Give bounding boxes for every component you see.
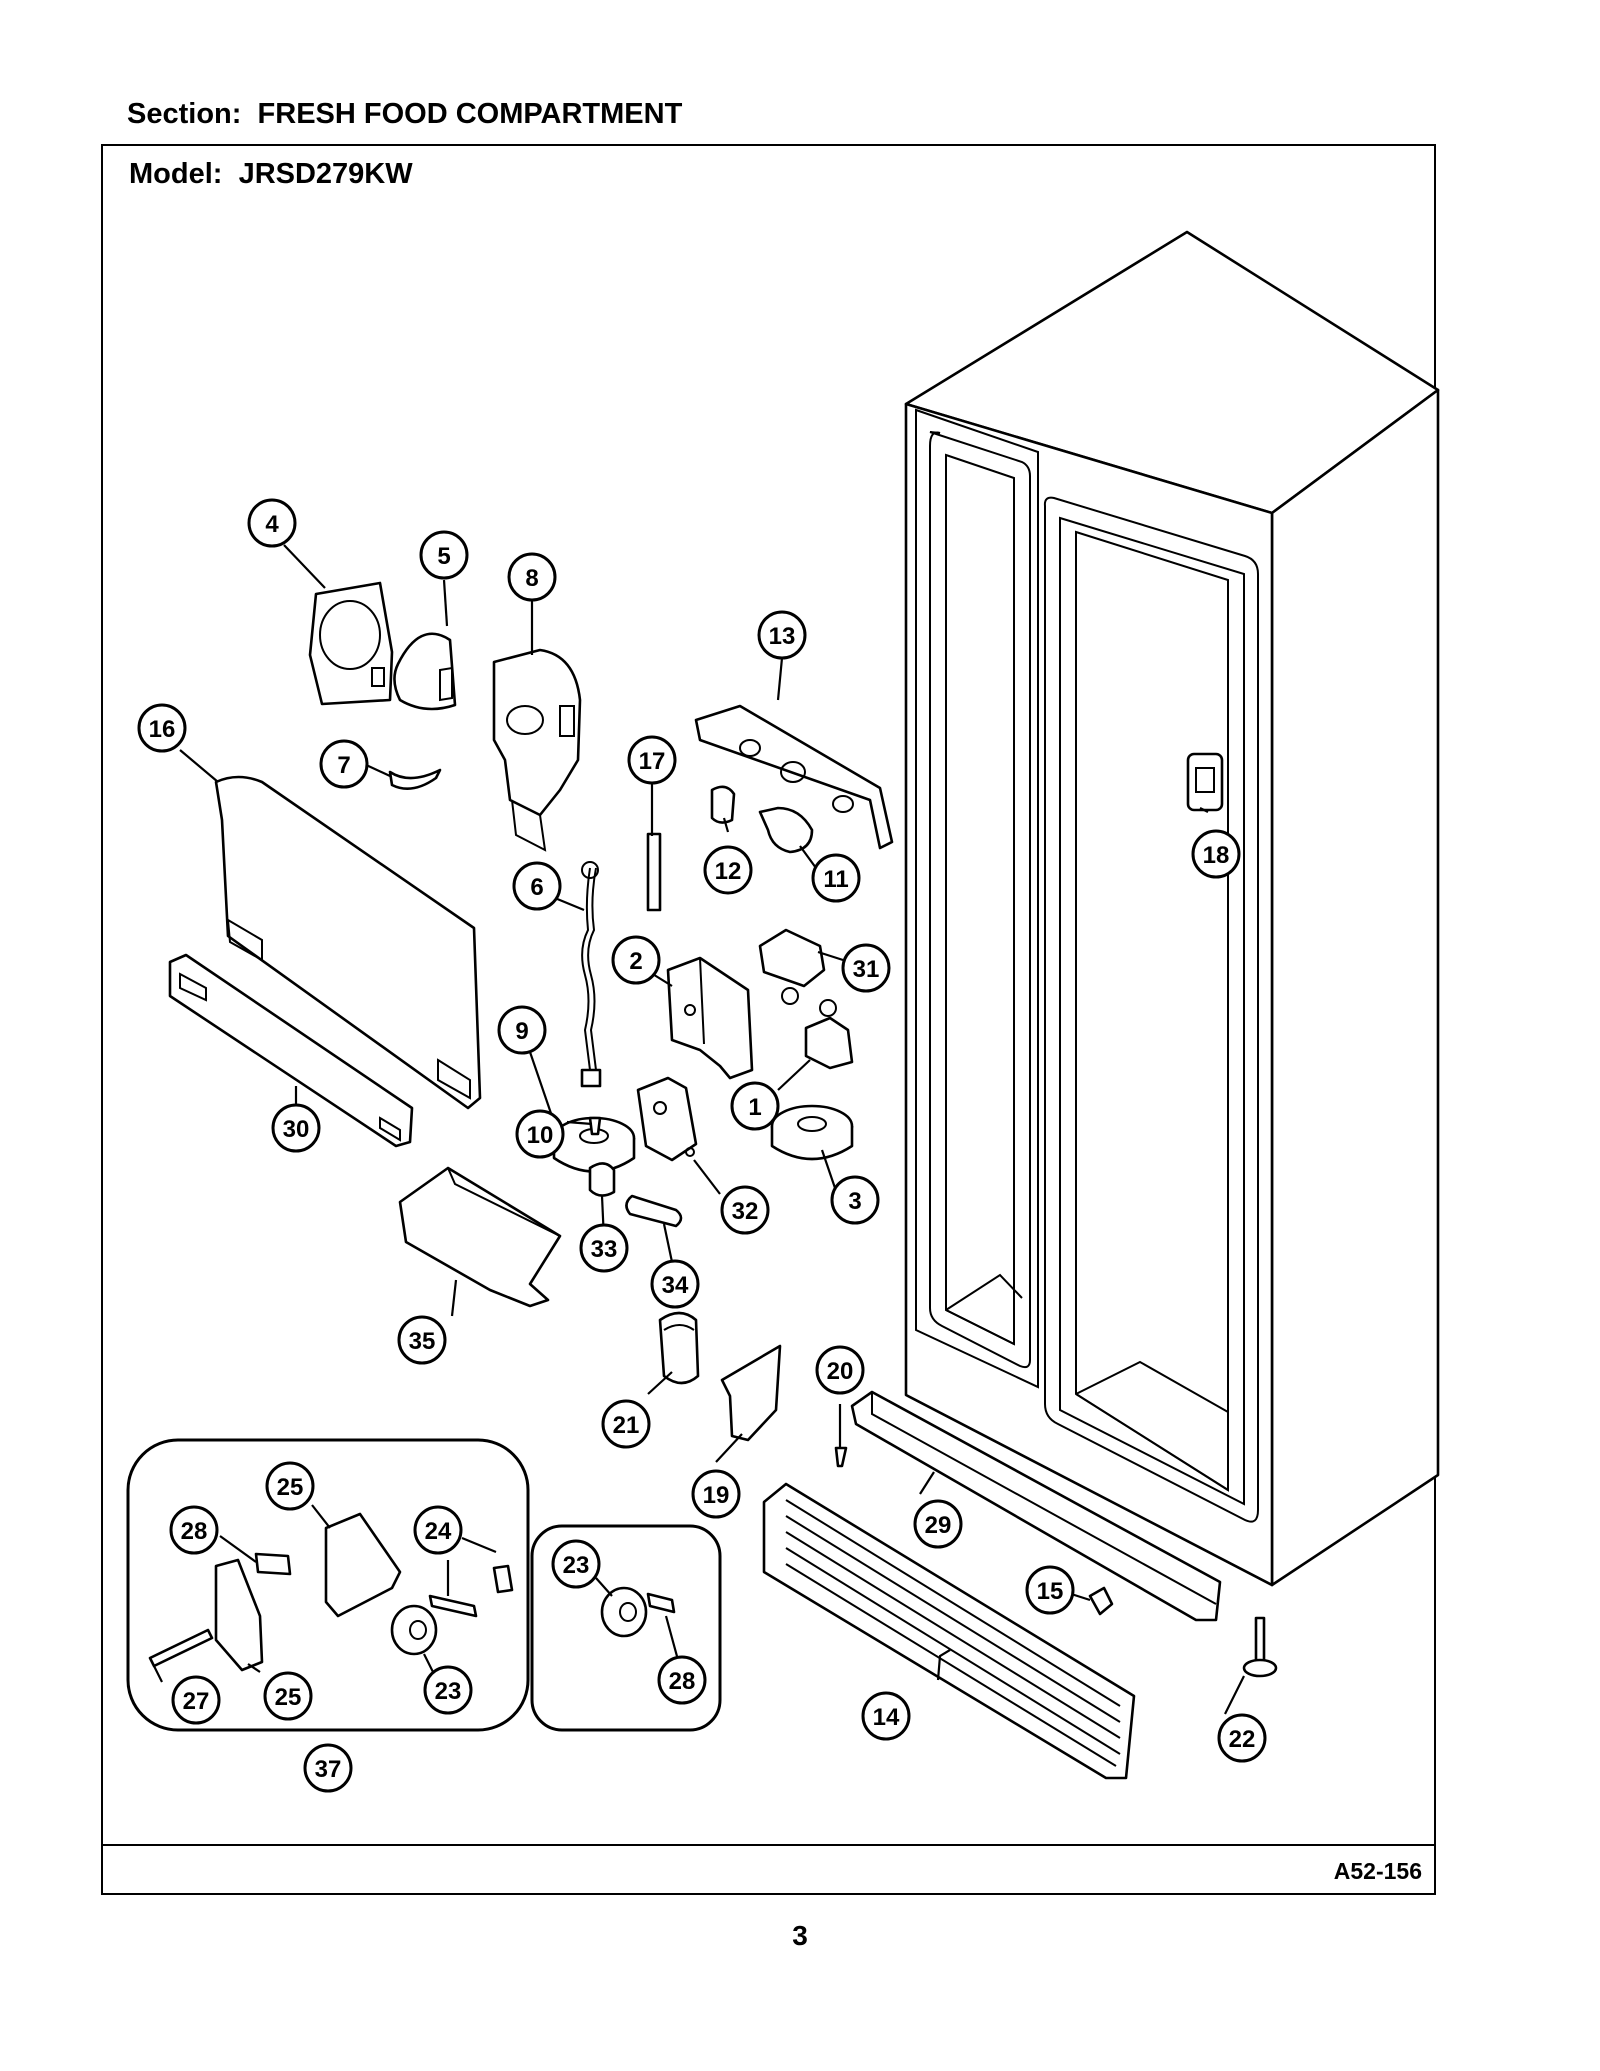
callout-4: 4	[247, 498, 297, 548]
svg-text:3: 3	[848, 1188, 861, 1215]
callout-37: 37	[303, 1743, 353, 1793]
model-number: JRSD279KW	[238, 158, 413, 190]
callout-11: 11	[811, 853, 861, 903]
model-label: Model:	[129, 158, 223, 190]
callout-29: 28	[657, 1655, 707, 1705]
svg-text:18: 18	[1203, 842, 1230, 869]
svg-text:23: 23	[563, 1552, 590, 1579]
svg-text:35: 35	[409, 1328, 436, 1355]
callout-36: 35	[397, 1315, 447, 1365]
callout-9: 9	[497, 1005, 547, 1055]
callout-10: 10	[515, 1109, 565, 1159]
callout-26: 25	[263, 1671, 313, 1721]
callout-28: 28	[169, 1505, 219, 1555]
callout-16: 16	[137, 703, 187, 753]
callout-19: 19	[691, 1469, 741, 1519]
callout-20: 20	[815, 1345, 865, 1395]
callout-5: 5	[419, 530, 469, 580]
svg-text:25: 25	[277, 1474, 304, 1501]
callout-12: 12	[703, 845, 753, 895]
svg-text:27: 27	[183, 1688, 210, 1715]
svg-text:22: 22	[1229, 1726, 1256, 1753]
svg-text:23: 23	[435, 1678, 462, 1705]
svg-text:1: 1	[748, 1094, 761, 1121]
svg-text:31: 31	[853, 956, 880, 983]
callout-32: 31	[841, 943, 891, 993]
callout-18: 18	[1191, 829, 1241, 879]
svg-text:24: 24	[425, 1518, 452, 1545]
callout-23-group-right: 23	[551, 1539, 601, 1589]
callouts: 4 5 8 13 16 7 17 12 11 18 6 2 31 9 1 10 …	[137, 498, 1267, 1793]
svg-text:10: 10	[527, 1122, 554, 1149]
svg-text:30: 30	[283, 1116, 310, 1143]
callout-21: 21	[601, 1399, 651, 1449]
callout-34: 33	[579, 1223, 629, 1273]
callout-33: 32	[720, 1185, 770, 1235]
svg-text:4: 4	[265, 511, 279, 538]
callout-24: 24	[413, 1505, 463, 1555]
svg-text:29: 29	[925, 1512, 952, 1539]
callout-6: 6	[512, 861, 562, 911]
svg-text:6: 6	[530, 874, 543, 901]
callout-27: 27	[171, 1675, 221, 1725]
callout-23-group-left: 23	[423, 1665, 473, 1715]
callout-8: 8	[507, 552, 557, 602]
svg-text:12: 12	[715, 858, 742, 885]
callout-3: 3	[830, 1175, 880, 1225]
svg-text:14: 14	[873, 1704, 900, 1731]
callout-30: 29	[913, 1499, 963, 1549]
page-number: 3	[792, 1920, 808, 1951]
svg-text:37: 37	[315, 1756, 342, 1783]
section-title: Section: FRESH FOOD COMPARTMENT	[127, 98, 682, 131]
callout-25: 25	[265, 1461, 315, 1511]
callout-31: 30	[271, 1103, 321, 1153]
svg-text:11: 11	[823, 866, 848, 893]
svg-text:32: 32	[732, 1198, 759, 1225]
model-title: Model: JRSD279KW	[129, 158, 413, 191]
callout-1: 1	[730, 1081, 780, 1131]
section-name: FRESH FOOD COMPARTMENT	[257, 98, 683, 130]
svg-text:17: 17	[639, 748, 666, 775]
callout-13: 13	[757, 610, 807, 660]
svg-text:21: 21	[613, 1412, 640, 1439]
svg-text:25: 25	[275, 1684, 302, 1711]
svg-text:19: 19	[703, 1482, 730, 1509]
svg-text:28: 28	[669, 1668, 696, 1695]
footer-divider	[103, 1844, 1434, 1846]
callout-35: 34	[650, 1259, 700, 1309]
callout-14: 14	[861, 1691, 911, 1741]
svg-text:16: 16	[149, 716, 176, 743]
figure-code: A52-156	[1333, 1858, 1422, 1884]
part-drawings	[126, 581, 1278, 1780]
svg-text:5: 5	[437, 543, 450, 570]
callout-17: 17	[627, 735, 677, 785]
svg-text:33: 33	[591, 1236, 618, 1263]
svg-text:8: 8	[525, 565, 538, 592]
svg-text:13: 13	[769, 623, 796, 650]
svg-text:15: 15	[1037, 1578, 1064, 1605]
callout-15: 15	[1025, 1565, 1075, 1615]
svg-text:9: 9	[515, 1018, 528, 1045]
svg-text:7: 7	[337, 752, 350, 779]
svg-text:34: 34	[662, 1272, 689, 1299]
refrigerator-cabinet	[904, 230, 1440, 1587]
callout-7: 7	[319, 739, 369, 789]
svg-text:28: 28	[181, 1518, 208, 1545]
svg-text:20: 20	[827, 1358, 854, 1385]
svg-text:2: 2	[629, 948, 642, 975]
callout-22: 22	[1217, 1713, 1267, 1763]
callout-2: 2	[611, 935, 661, 985]
section-label: Section:	[127, 98, 242, 130]
